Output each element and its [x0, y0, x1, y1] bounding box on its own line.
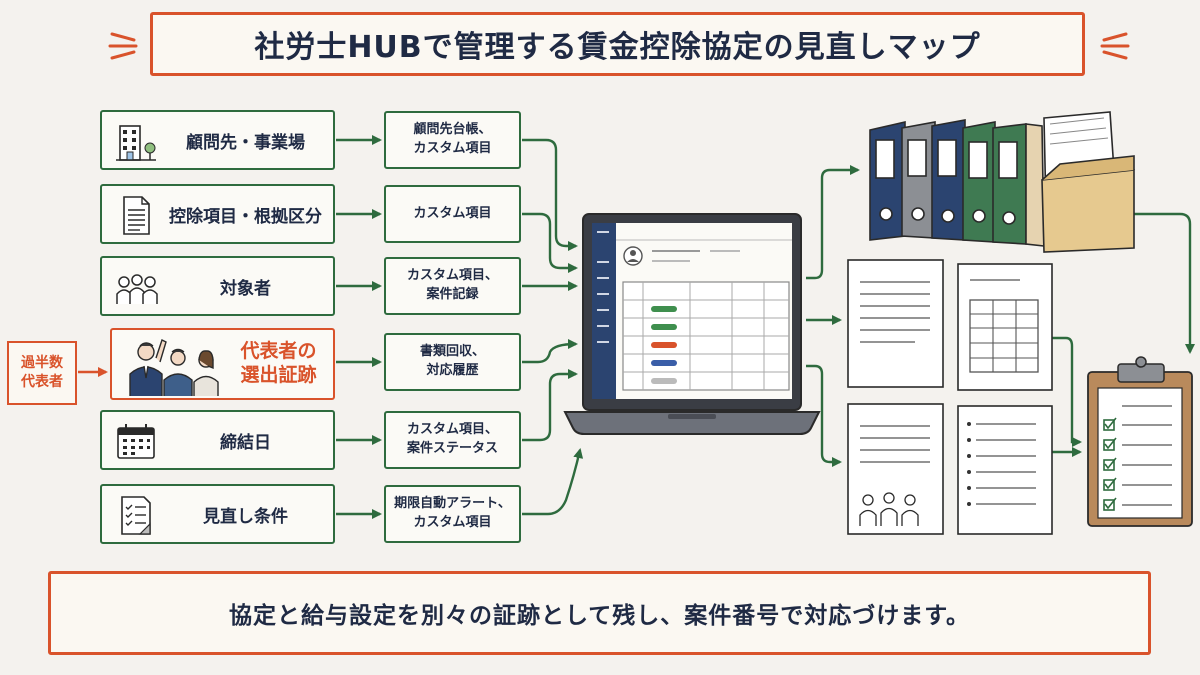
- source-representative-evidence: 代表者の 選出証跡: [110, 328, 335, 400]
- title-left-sparkle-icon: [108, 32, 138, 60]
- document-sheet-icon: [847, 259, 944, 388]
- source-review-conditions: 見直し条件: [100, 484, 335, 544]
- arrow-dest-1: [522, 138, 578, 251]
- destination-client-ledger: 顧問先台帳、 カスタム項目: [384, 111, 521, 169]
- title-banner: 社労士HUBで管理する賃金控除協定の見直しマップ: [150, 12, 1085, 76]
- table-sheet-icon: [957, 263, 1053, 391]
- destination-case-records: カスタム項目、 案件記録: [384, 257, 521, 315]
- source-label: 顧問先・事業場: [186, 132, 305, 153]
- footer-banner: 協定と給与設定を別々の証跡として残し、案件番号で対応づけます。: [48, 571, 1151, 655]
- arrow-dest-6: [522, 448, 584, 516]
- page-title: 社労士HUBで管理する賃金控除協定の見直しマップ: [254, 30, 981, 65]
- source-target-persons: 対象者: [100, 256, 335, 316]
- arrow-table-to-clipboard: [1052, 336, 1082, 447]
- binders-icon: [869, 111, 1135, 253]
- source-client-site: 顧問先・事業場: [100, 110, 335, 170]
- arrow-to-forms: [806, 364, 842, 467]
- document-icon: [123, 196, 150, 235]
- destination-custom-fields: カスタム項目: [384, 185, 521, 243]
- checklist-icon: [121, 496, 151, 535]
- source-label: 控除項目・根拠区分: [169, 206, 322, 227]
- arrow-dest-2: [522, 212, 578, 273]
- majority-representative-note: 過半数 代表者: [7, 341, 77, 405]
- list-sheet-icon: [957, 405, 1053, 535]
- arrow-to-binders: [806, 165, 860, 280]
- calendar-icon: [117, 424, 155, 459]
- arrow-dest-4: [522, 339, 578, 364]
- destination-deadline-alert: 期限自動アラート、 カスタム項目: [384, 485, 521, 543]
- representatives-icon: [129, 339, 219, 396]
- building-icon: [116, 125, 156, 161]
- source-label: 締結日: [220, 432, 271, 453]
- signature-sheet-icon: [847, 403, 944, 535]
- arrow-binders-to-clipboard: [1134, 212, 1195, 354]
- clipboard-checklist-icon: [1087, 356, 1193, 527]
- source-label: 見直し条件: [203, 506, 288, 527]
- people-icon: [116, 274, 158, 304]
- footer-message: 協定と給与設定を別々の証跡として残し、案件番号で対応づけます。: [228, 603, 970, 629]
- arrow-dest-5: [522, 369, 578, 442]
- source-label: 対象者: [220, 278, 271, 299]
- destination-document-collection: 書類回収、 対応履歴: [384, 333, 521, 391]
- title-right-sparkle-icon: [1100, 32, 1130, 60]
- source-deduction-items: 控除項目・根拠区分: [100, 184, 335, 244]
- destination-case-status: カスタム項目、 案件ステータス: [384, 411, 521, 469]
- laptop-icon: [563, 213, 821, 435]
- source-label: 代表者の 選出証跡: [240, 340, 317, 386]
- source-conclusion-date: 締結日: [100, 410, 335, 470]
